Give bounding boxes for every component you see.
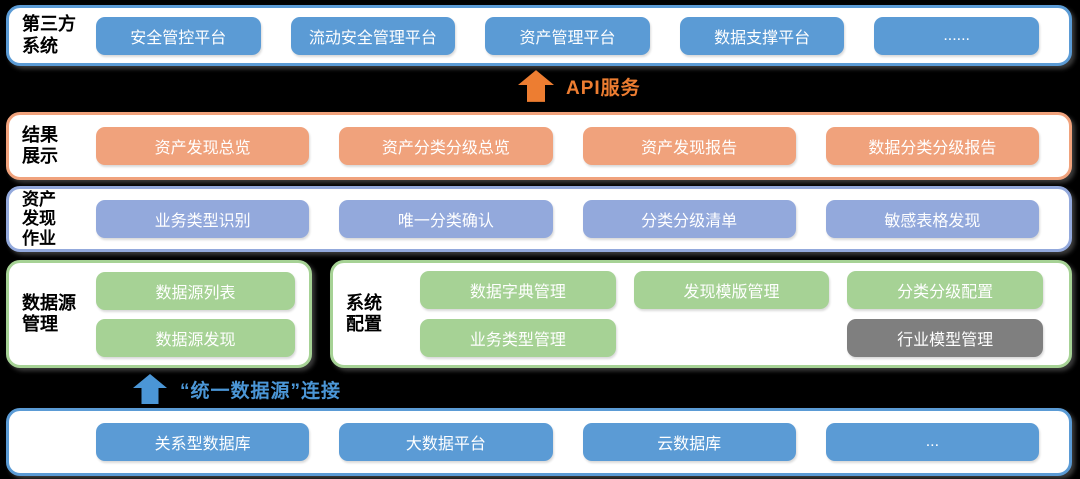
block-cloud-database: 云数据库: [582, 423, 796, 461]
band-label-asset-discovery: 资产 发现 作业: [22, 190, 56, 248]
band-label-results: 结果 展示: [22, 124, 58, 166]
block-classification-grading-config: 分类分级配置: [847, 271, 1043, 309]
band-databases: 关系型数据库 大数据平台 云数据库 ...: [6, 408, 1072, 476]
block-asset-discovery-overview: 资产发现总览: [96, 127, 310, 165]
third-party-buttons: 安全管控平台 流动安全管理平台 资产管理平台 数据支撑平台 ......: [96, 16, 1069, 55]
band-datasource-management: 数据源 管理 数据源列表 数据源发现: [6, 260, 312, 368]
unified-datasource-label: “统一数据源”连接: [180, 380, 342, 402]
band-asset-discovery-jobs: 资产 发现 作业 业务类型识别 唯一分类确认 分类分级清单 敏感表格发现: [6, 186, 1072, 252]
grid-spacer: [634, 319, 830, 357]
block-asset-mgmt-platform: 资产管理平台: [485, 16, 650, 55]
block-data-dictionary-mgmt: 数据字典管理: [420, 271, 616, 309]
discovery-buttons: 业务类型识别 唯一分类确认 分类分级清单 敏感表格发现: [96, 200, 1069, 238]
band-label-system-config: 系统 配置: [346, 292, 382, 334]
block-unique-classification-confirm: 唯一分类确认: [339, 200, 553, 238]
band-third-party-systems: 第三方 系统 安全管控平台 流动安全管理平台 资产管理平台 数据支撑平台 ...…: [6, 5, 1072, 66]
band-label-third-party: 第三方 系统: [22, 14, 76, 56]
block-datasource-discovery: 数据源发现: [96, 318, 295, 357]
block-more-platforms: ......: [874, 16, 1039, 55]
block-sensitive-table-discovery: 敏感表格发现: [825, 200, 1039, 238]
band-results-display: 结果 展示 资产发现总览 资产分类分级总览 资产发现报告 数据分类分级报告: [6, 112, 1072, 180]
block-data-support-platform: 数据支撑平台: [679, 16, 845, 55]
api-service-callout: API服务: [518, 70, 641, 102]
block-asset-classification-overview: 资产分类分级总览: [339, 127, 553, 165]
block-business-type-mgmt: 业务类型管理: [420, 319, 616, 357]
block-data-classification-report: 数据分类分级报告: [825, 127, 1039, 165]
api-service-label: API服务: [566, 77, 641, 99]
up-arrow-icon: [518, 70, 554, 102]
block-relational-database: 关系型数据库: [96, 423, 310, 461]
block-security-control-platform: 安全管控平台: [96, 16, 261, 55]
block-discovery-template-mgmt: 发现模版管理: [633, 271, 830, 309]
block-asset-discovery-report: 资产发现报告: [582, 127, 796, 165]
block-business-type-identification: 业务类型识别: [96, 200, 310, 238]
database-buttons: 关系型数据库 大数据平台 云数据库 ...: [96, 423, 1069, 461]
block-datasource-list: 数据源列表: [96, 271, 295, 310]
system-config-buttons: 数据字典管理 发现模版管理 分类分级配置 业务类型管理 行业模型管理: [420, 271, 1069, 357]
block-bigdata-platform: 大数据平台: [339, 423, 553, 461]
block-classification-grading-list: 分类分级清单: [582, 200, 796, 238]
up-arrow-icon: [133, 374, 167, 404]
band-label-datasource-mgmt: 数据源 管理: [22, 292, 76, 334]
block-flow-security-mgmt-platform: 流动安全管理平台: [290, 16, 456, 55]
results-buttons: 资产发现总览 资产分类分级总览 资产发现报告 数据分类分级报告: [96, 127, 1069, 165]
block-industry-model-mgmt: 行业模型管理: [847, 319, 1043, 357]
datasource-buttons: 数据源列表 数据源发现: [96, 271, 309, 357]
block-more-databases: ...: [825, 423, 1039, 461]
band-system-configuration: 系统 配置 数据字典管理 发现模版管理 分类分级配置 业务类型管理 行业模型管理: [330, 260, 1072, 368]
unified-datasource-callout: “统一数据源”连接: [132, 374, 341, 404]
